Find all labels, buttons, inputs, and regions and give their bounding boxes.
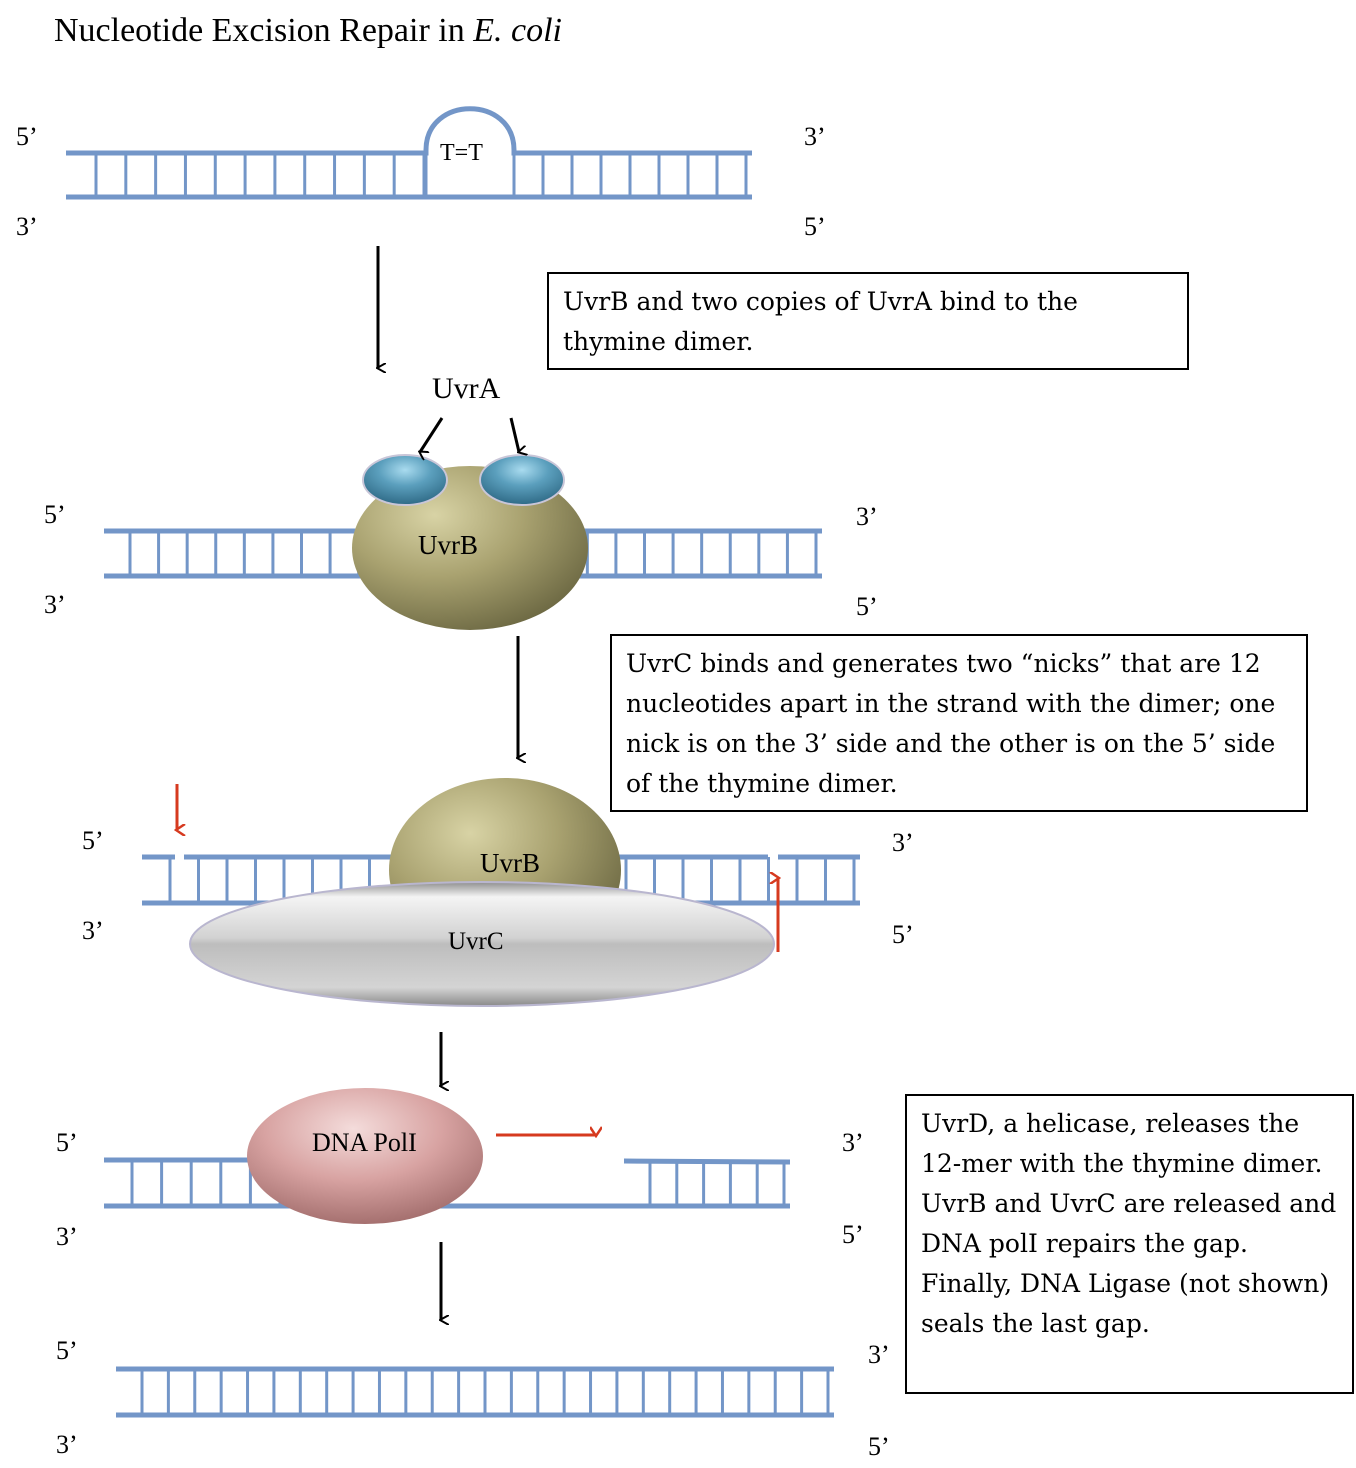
strand-end-label: 5’: [856, 592, 878, 621]
title-organism: E. coli: [473, 12, 562, 49]
dna-top-strand-right: [623, 1158, 791, 1165]
uvrb-label: UvrB: [480, 848, 540, 878]
strand-end-label: 5’: [82, 826, 104, 855]
strand-end-label: 3’: [56, 1430, 78, 1459]
uvrc-label: UvrC: [448, 928, 504, 955]
uvrc-protein: [189, 881, 775, 1007]
uvra-label: UvrA: [432, 372, 501, 405]
uvrb-label: UvrB: [418, 530, 478, 560]
strand-end-label: 5’: [44, 500, 66, 529]
strand-end-label: 5’: [56, 1336, 78, 1365]
caption-step-2: UvrC binds and generates two “nicks” tha…: [610, 634, 1308, 812]
dna-poli-label: DNA PolI: [312, 1128, 417, 1157]
dna-poli-protein: [247, 1088, 483, 1224]
uvrb-protein: [352, 466, 588, 630]
strand-end-label: 5’: [16, 122, 38, 151]
strand-end-label: 3’: [16, 212, 38, 241]
dna-top-strand: [66, 106, 752, 156]
dna-uvrb-complex: [104, 417, 822, 630]
dna-damaged: [66, 106, 752, 200]
strand-end-label: 3’: [892, 828, 914, 857]
uvra-protein-right: [479, 454, 565, 506]
strand-end-label: 3’: [804, 122, 826, 151]
strand-end-label: 3’: [842, 1128, 864, 1157]
dna-repaired: [116, 1366, 834, 1418]
uvra-protein-left: [362, 454, 448, 506]
strand-end-label: 5’: [56, 1128, 78, 1157]
diagram-title: Nucleotide Excision Repair in E. coli: [54, 12, 562, 50]
uvra-pointer-arrow: [509, 417, 519, 452]
base-pairs: [140, 1369, 830, 1415]
caption-step-3: UvrD, a helicase, releases the 12-mer wi…: [905, 1094, 1354, 1394]
strand-end-label: 3’: [82, 916, 104, 945]
dna-uvrbc-complex: [142, 778, 860, 1007]
strand-end-label: 3’: [868, 1340, 890, 1369]
strand-end-label: 5’: [868, 1432, 890, 1461]
lesion-label: T=T: [440, 140, 483, 166]
base-pairs: [94, 153, 426, 197]
strand-end-label: 3’: [856, 502, 878, 531]
strand-end-label: 5’: [842, 1220, 864, 1249]
base-pairs: [648, 1161, 786, 1206]
title-text: Nucleotide Excision Repair in: [54, 12, 474, 49]
strand-end-label: 3’: [56, 1222, 78, 1251]
base-pairs: [512, 153, 748, 197]
strand-end-label: 5’: [892, 920, 914, 949]
strand-end-label: 5’: [804, 212, 826, 241]
caption-step-1: UvrB and two copies of UvrA bind to the …: [547, 272, 1189, 370]
uvra-pointer-arrow: [420, 417, 444, 452]
dna-poli-complex: [104, 1088, 791, 1224]
strand-end-label: 3’: [44, 590, 66, 619]
